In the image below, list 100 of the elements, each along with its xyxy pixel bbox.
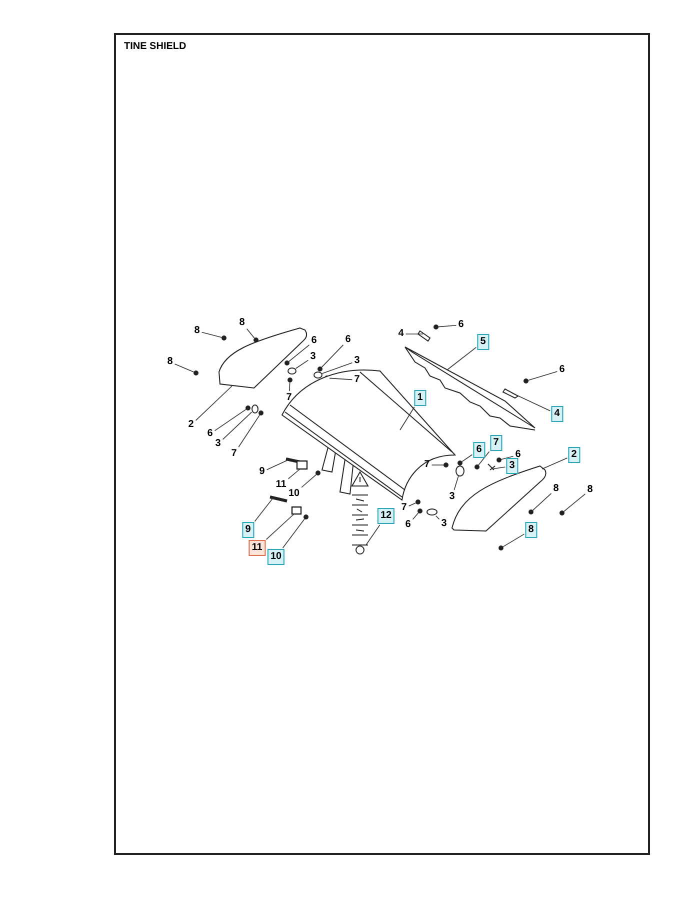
callout-number: 5 [477, 334, 489, 350]
callout-number: 6 [514, 449, 522, 461]
callout-number: 6 [206, 428, 214, 440]
nut [318, 366, 322, 372]
callout-number: 8 [525, 522, 537, 538]
leader-line [289, 382, 290, 392]
nut [496, 458, 502, 462]
leader-line [288, 468, 300, 480]
leader-line [301, 474, 317, 488]
callout-number: 2 [187, 419, 195, 431]
callout-number: 7 [400, 502, 408, 514]
leader-line [408, 502, 416, 506]
leader-line [282, 518, 305, 548]
nut [284, 360, 290, 366]
callout-number: 10 [267, 549, 285, 565]
callout-number: 6 [344, 334, 352, 346]
leader-line [295, 360, 309, 369]
leader-line [501, 456, 514, 460]
callout-number: 2 [568, 447, 580, 463]
bolt [498, 546, 504, 550]
leader-line [322, 362, 353, 374]
callout-number: 7 [353, 374, 361, 386]
washer [288, 368, 296, 374]
callout-number: 7 [423, 459, 431, 471]
leader-line [438, 324, 457, 328]
leader-line [528, 371, 558, 381]
callout-number: 12 [377, 508, 395, 524]
leader-line [532, 493, 552, 511]
callout-number: 4 [551, 406, 563, 422]
bushing [291, 506, 302, 515]
bolt [222, 336, 226, 340]
callout-number: 8 [166, 356, 174, 368]
leader-line [542, 458, 568, 470]
leader-line [266, 514, 294, 540]
nut [418, 508, 422, 514]
plate [417, 330, 431, 342]
callout-number: 3 [214, 438, 222, 450]
leader-line [454, 476, 459, 490]
leader-line [174, 364, 194, 372]
nut [458, 460, 462, 466]
nut [304, 514, 308, 520]
washer [426, 508, 438, 516]
callout-number: 7 [490, 435, 502, 451]
leader-line [246, 328, 255, 338]
leader-line [222, 412, 252, 440]
bolt [254, 338, 258, 342]
leader-line [266, 460, 288, 470]
washer [456, 466, 464, 476]
leader-line [400, 406, 415, 430]
callout-number: 7 [230, 448, 238, 460]
callout-number: 3 [448, 491, 456, 503]
callout-number: 3 [506, 458, 518, 474]
callout-number: 1 [414, 390, 426, 406]
bolt [194, 370, 198, 376]
callout-number: 6 [558, 364, 566, 376]
callout-number: 8 [238, 317, 246, 329]
callout-number: 6 [310, 335, 318, 347]
callout-number: 8 [193, 325, 201, 337]
callout-number: 9 [242, 522, 254, 538]
callout-number: 8 [552, 483, 560, 495]
bolt [528, 510, 534, 514]
nut [434, 324, 438, 330]
callout-number: 11 [274, 479, 288, 491]
decal-sheet-drawing [352, 472, 368, 554]
rake-bar [404, 346, 536, 430]
callout-number: 11 [248, 540, 266, 556]
leader-line [431, 464, 444, 466]
bolt [560, 510, 564, 516]
diagram-title: TINE SHIELD [124, 41, 186, 52]
leader-line [366, 524, 380, 546]
bolt [488, 464, 496, 470]
leader-line [214, 409, 246, 432]
side-shield [218, 328, 308, 388]
callout-number: 6 [457, 319, 465, 331]
nut [246, 406, 250, 410]
callout-number: 9 [258, 466, 266, 478]
nut [258, 410, 264, 416]
callout-number: 6 [473, 442, 485, 458]
leader-line [254, 498, 274, 522]
leader-line [195, 386, 232, 421]
leader-line [238, 414, 260, 448]
pin [270, 496, 288, 502]
leader-line [321, 344, 344, 368]
callout-number: 8 [586, 484, 594, 496]
leader-line [412, 512, 419, 520]
callout-number: 3 [440, 518, 448, 530]
leader-line [446, 346, 477, 370]
leader-line [288, 344, 310, 362]
callout-number: 3 [309, 351, 317, 363]
washer [252, 404, 258, 414]
callout-number: 7 [285, 392, 293, 404]
leader-line [201, 332, 222, 338]
callout-number: 6 [404, 519, 412, 531]
leader-line [462, 454, 473, 462]
leader-line [564, 494, 586, 512]
leader-line [478, 451, 490, 466]
leader-line [502, 534, 525, 548]
nut [474, 464, 480, 470]
callout-number: 10 [287, 488, 301, 500]
callout-number: 3 [353, 355, 361, 367]
